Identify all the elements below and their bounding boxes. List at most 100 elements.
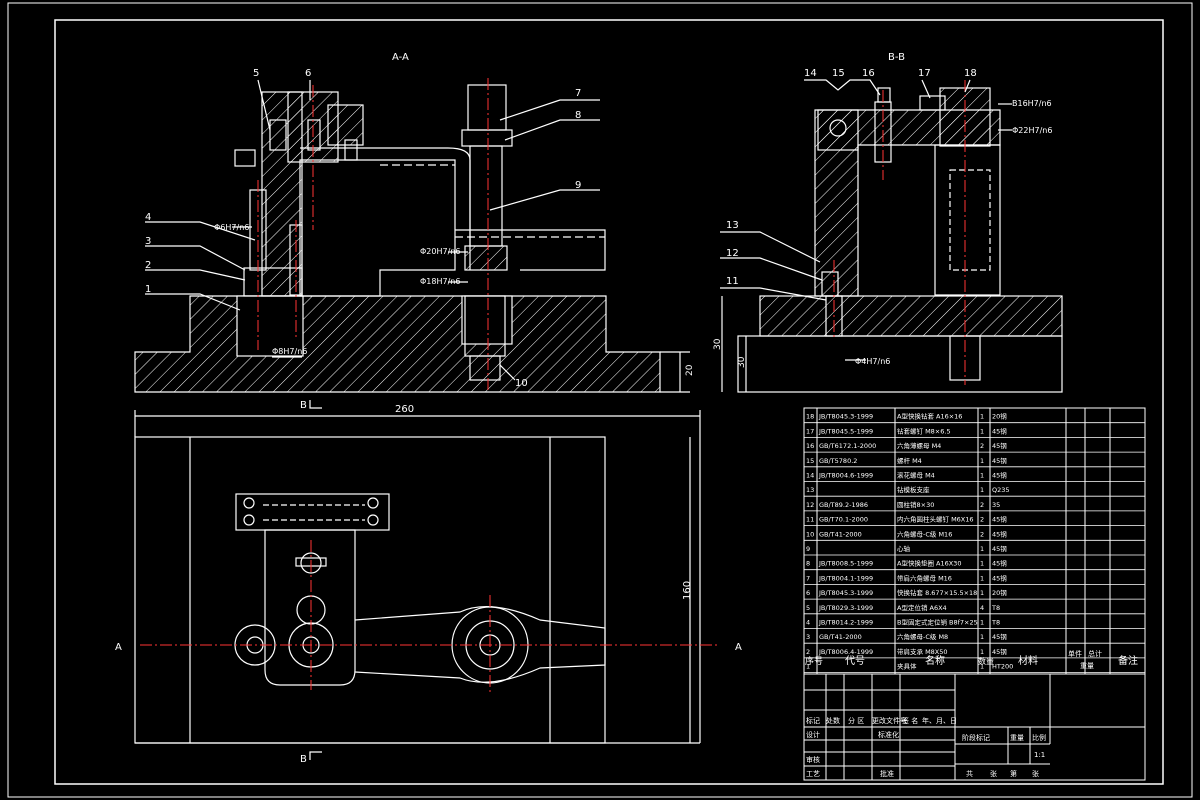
bom-cell: 2 xyxy=(980,516,984,524)
bom-cell: 11 xyxy=(806,516,814,524)
bom-cell: 2 xyxy=(980,501,984,509)
bom-cell: 45钢 xyxy=(992,574,1007,582)
bom-head-qty: 数量 xyxy=(978,656,994,666)
bom-cell: 12 xyxy=(806,501,814,509)
bom-cell: 13 xyxy=(806,486,814,494)
bom-cell: 20钢 xyxy=(992,589,1007,597)
bom-cell: 夹具体 xyxy=(897,662,917,671)
bom-cell: 14 xyxy=(806,472,814,480)
tb-doc: 更改文件号 xyxy=(872,716,907,725)
bom-cell: 15 xyxy=(806,457,814,465)
leader-17: 17 xyxy=(918,68,931,79)
bom-cell: JB/T8045.3-1999 xyxy=(818,413,873,421)
tb-mark: 标记 xyxy=(806,716,820,725)
dim-d18: Φ18H7/n6 xyxy=(420,277,460,286)
inner-frame xyxy=(54,19,1164,785)
dim-base-h3: 20 xyxy=(685,364,695,376)
leader-7: 7 xyxy=(575,88,581,99)
bom-cell: 1 xyxy=(980,413,984,421)
tb-review: 审核 xyxy=(806,755,820,764)
leader-6: 6 xyxy=(305,68,311,79)
title-block-labels: 标记 处数 分 区 更改文件号 签 名 年、月、日 设计 标准化 阶段标记 重量… xyxy=(806,716,1046,778)
tb-sheet: 张 xyxy=(990,769,997,778)
leader-15: 15 xyxy=(832,68,845,79)
section-bb-title: B-B xyxy=(888,52,905,63)
bom-cell: GB/T41-2000 xyxy=(819,633,862,641)
bom-cell: 带肩六角螺母 M16 xyxy=(897,573,952,582)
bom-cell: 1 xyxy=(806,663,810,671)
tb-date: 年、月、日 xyxy=(922,716,957,725)
bom-cell: 2 xyxy=(806,648,810,656)
dim-base-h2: 30 xyxy=(737,356,747,368)
bom-cell: GB/T89.2-1986 xyxy=(819,501,868,509)
bom-cell: 2 xyxy=(980,530,984,538)
bom-cell: 1 xyxy=(980,472,984,480)
bom-cell: 1 xyxy=(980,648,984,656)
bom-cell: B型固定式定位销 B8f7×25 xyxy=(897,618,978,627)
bom-cell: JB/T8008.5-1999 xyxy=(818,560,873,568)
bom-cell: A型定位销 A6X4 xyxy=(897,603,947,612)
bom-cell: 45钢 xyxy=(992,633,1007,641)
bom-cell: 5 xyxy=(806,604,810,612)
bom-cell: GB/T5780.2 xyxy=(819,457,857,465)
tb-process: 工艺 xyxy=(806,770,820,778)
dim-width: 260 xyxy=(395,404,414,415)
tb-zone: 分 区 xyxy=(848,716,864,725)
bom-cell: 螺杆 M4 xyxy=(897,456,922,465)
bom-cell: 快换钻套 8.677×15.5×18 xyxy=(897,588,977,597)
bom-cell: 心轴 xyxy=(897,544,911,553)
tb-no: 第 xyxy=(1010,769,1017,778)
bom-cell: JB/T8029.3-1999 xyxy=(818,604,873,612)
bom-cell: 钻套螺钉 M8×6.5 xyxy=(897,426,951,435)
bom-cell: 18 xyxy=(806,413,814,421)
top-view xyxy=(134,400,720,760)
bom-cell: 45钢 xyxy=(992,545,1007,553)
cut-label-b-bottom: B xyxy=(300,754,307,765)
bom-cell: 1 xyxy=(980,619,984,627)
bom-cell: 1 xyxy=(980,457,984,465)
leader-18: 18 xyxy=(964,68,977,79)
section-aa-title: A-A xyxy=(392,52,409,63)
leader-16: 16 xyxy=(862,68,875,79)
tb-sheet2: 张 xyxy=(1032,769,1039,778)
tb-weight: 重量 xyxy=(1010,734,1024,742)
bom-head-single: 单件 xyxy=(1068,649,1082,658)
bom-cell: 1 xyxy=(980,633,984,641)
bom-cell: 45钢 xyxy=(992,648,1007,656)
bom-cell: 1 xyxy=(980,663,984,671)
bom-cell: 3 xyxy=(806,633,810,641)
dim-d6: Φ6H7/n6 xyxy=(214,223,249,232)
tb-sign: 签 名 xyxy=(902,716,918,725)
bom-head-name: 名称 xyxy=(925,654,945,667)
bom-cell: 1 xyxy=(980,486,984,494)
bom-cell: 6 xyxy=(806,589,810,597)
top-view-labels: 260 160 A A B B xyxy=(115,400,742,765)
leader-12: 12 xyxy=(726,248,739,259)
bom-cell: 7 xyxy=(806,574,810,582)
bom-cell: 六角薄螺母 M4 xyxy=(897,441,941,450)
cut-label-a-left: A xyxy=(115,642,122,653)
bom-cell: JB/T8045.3-1999 xyxy=(818,589,873,597)
bom-cell: T8 xyxy=(991,604,1000,612)
tb-stage: 阶段标记 xyxy=(962,733,990,742)
tb-count: 处数 xyxy=(826,716,840,725)
leader-14: 14 xyxy=(804,68,817,79)
bom-cell: JB/T8006.4-1999 xyxy=(818,648,873,656)
bom-cell: 20钢 xyxy=(992,413,1007,421)
bom-cell: 45钢 xyxy=(992,457,1007,465)
bom-cell: 45钢 xyxy=(992,472,1007,480)
bom-cell: 圆柱销8×30 xyxy=(897,500,934,509)
bom-cell: 带肩支承 M8X50 xyxy=(897,647,948,656)
bom-cell: HT200 xyxy=(992,663,1013,671)
tb-design: 设计 xyxy=(806,730,820,739)
bom-cell: 六角螺母-C级 M8 xyxy=(897,632,948,641)
dim-d8: Φ8H7/n6 xyxy=(272,347,307,356)
bom-cell: 1 xyxy=(980,589,984,597)
dim-d20: Φ20H7/n6 xyxy=(420,247,460,256)
bom-cell: Q235 xyxy=(992,486,1010,494)
bom-cell: 4 xyxy=(980,604,984,612)
bom-cell: 45钢 xyxy=(992,442,1007,450)
bom-cell: 1 xyxy=(980,545,984,553)
leader-1: 1 xyxy=(145,284,151,295)
tb-std: 标准化 xyxy=(878,730,899,739)
